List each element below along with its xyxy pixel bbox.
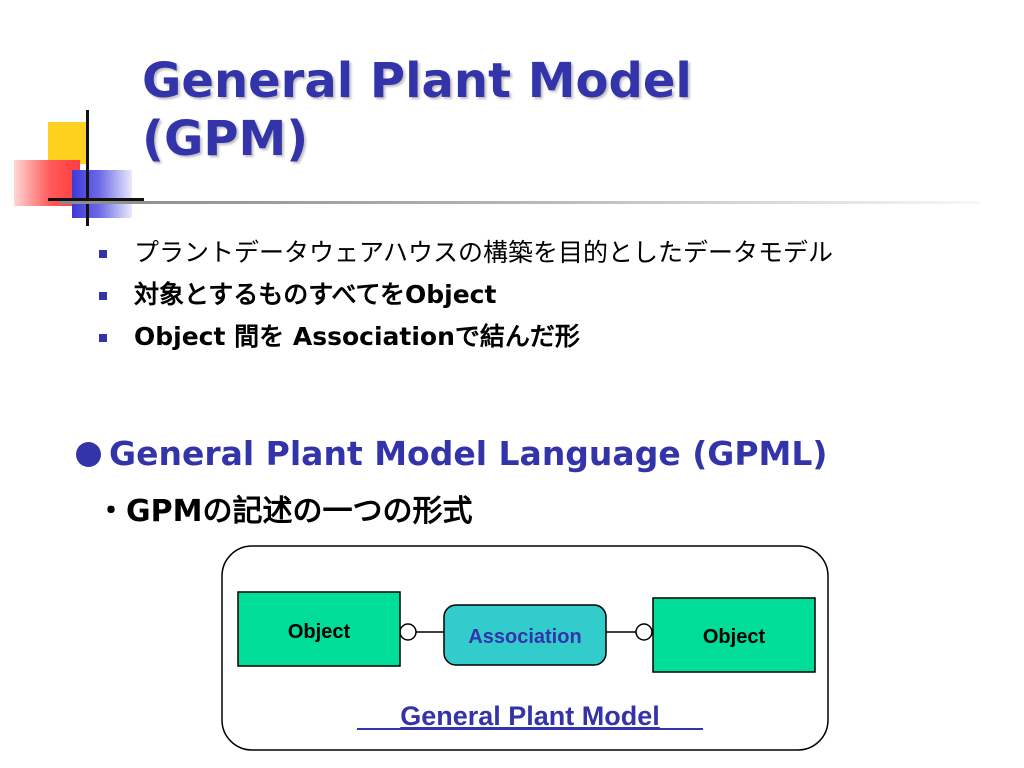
bullet-square-icon [99,334,107,342]
bullet-text: 対象とするものすべてをObject [134,280,497,309]
title-rule [60,201,980,204]
object-label-left: Object [288,621,351,643]
bullet-text: プラントデータウェアハウスの構築を目的としたデータモデル [134,238,834,267]
decor-yellow-square [48,122,88,164]
bullet-text: Object 間を Associationで結んだ形 [134,322,580,351]
filled-circle-icon [76,442,101,467]
bullet-square-icon [99,250,107,258]
gpml-heading: General Plant Model Language (GPML) [76,432,828,476]
slide-title: General Plant Model (GPM) [142,52,692,168]
decor-horizontal-line [48,198,144,201]
slide-title-line-2: (GPM) [142,111,309,167]
bullet-square-icon [99,292,107,300]
slide-title-line-1: General Plant Model [142,53,692,109]
gpml-heading-text: General Plant Model Language (GPML) [109,434,828,473]
gpml-subheading: ・GPMの記述の一つの形式 [96,494,473,529]
connector-right-circle [635,623,653,641]
object-box-right [652,597,816,673]
connector-left-circle [399,623,417,641]
bullet-item-purpose: プラントデータウェアハウスの構築を目的としたデータモデル [96,236,946,270]
association-label: Association [468,626,581,648]
decor-vertical-line [86,110,89,226]
association-box [443,604,607,666]
bullet-list: プラントデータウェアハウスの構築を目的としたデータモデル 対象とするものすべてを… [96,236,946,362]
bullet-item-associations: Object 間を Associationで結んだ形 [96,320,946,354]
object-label-right: Object [703,626,766,648]
bullet-item-objects: 対象とするものすべてをObject [96,278,946,312]
decor-blue-square [72,170,132,218]
object-box-left [237,591,401,667]
diagram-caption: General Plant Model [400,701,660,731]
